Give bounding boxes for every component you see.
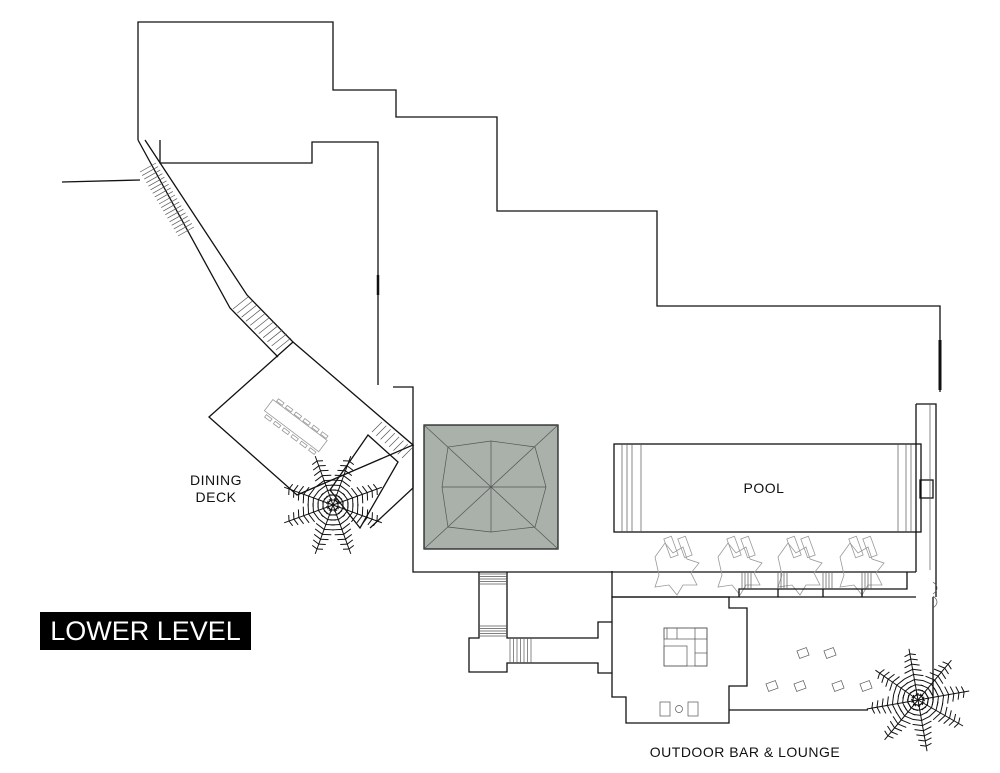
dining-deck-label: DINING DECK — [180, 472, 252, 506]
sun-loungers — [654, 535, 885, 596]
stair-path — [137, 139, 279, 358]
bar-label: OUTDOOR BAR & LOUNGE — [649, 744, 841, 760]
dining-label-line1: DINING — [190, 472, 242, 488]
stairs — [139, 162, 413, 459]
level-title: LOWER LEVEL — [40, 612, 251, 650]
dining-deck — [208, 341, 415, 496]
pool — [613, 443, 922, 533]
dining-table — [263, 398, 329, 456]
outdoor-bar — [611, 596, 748, 724]
sofa — [659, 627, 708, 717]
stair-block — [468, 572, 612, 674]
dining-label-line2: DECK — [195, 489, 237, 505]
upper-outline — [137, 21, 941, 392]
lounge-chairs — [765, 647, 873, 692]
palm-tree-icon — [283, 455, 383, 555]
pool-label: POOL — [743, 480, 785, 496]
pavilion-roof — [423, 424, 559, 550]
palm-tree-icon — [866, 648, 970, 752]
